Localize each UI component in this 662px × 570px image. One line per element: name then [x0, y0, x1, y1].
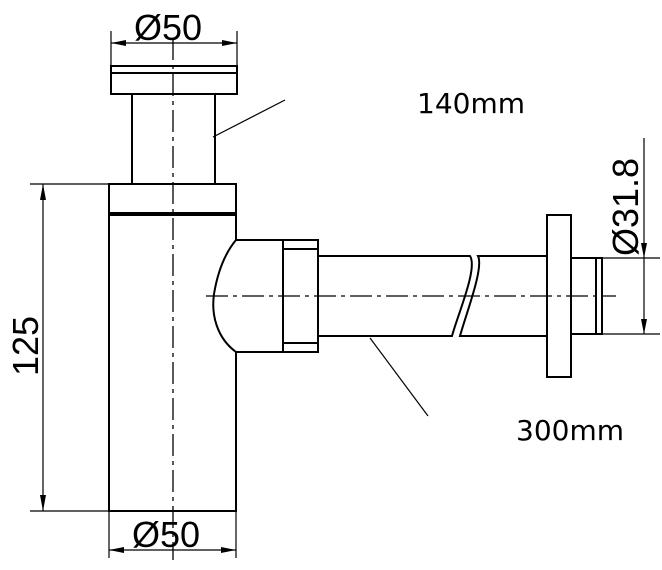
- leader-line-outlet: [369, 337, 429, 417]
- length-label-outlet: 300mm: [516, 414, 624, 447]
- top-cap: [110, 65, 238, 95]
- height-dimension: [30, 183, 109, 512]
- top-diameter-label: Ø50: [134, 7, 202, 48]
- leader-line-upper: [212, 99, 286, 138]
- outlet-diameter-dimension: [602, 138, 660, 335]
- bottom-diameter-dimension: [108, 511, 237, 558]
- outlet-diameter-label: Ø31.8: [605, 158, 646, 256]
- length-label-upper: 140mm: [417, 87, 525, 120]
- top-diameter-dimension: [110, 31, 238, 66]
- bottom-diameter-label: Ø50: [132, 514, 200, 555]
- height-label: 125: [5, 316, 46, 376]
- outlet-pipe: [317, 255, 548, 337]
